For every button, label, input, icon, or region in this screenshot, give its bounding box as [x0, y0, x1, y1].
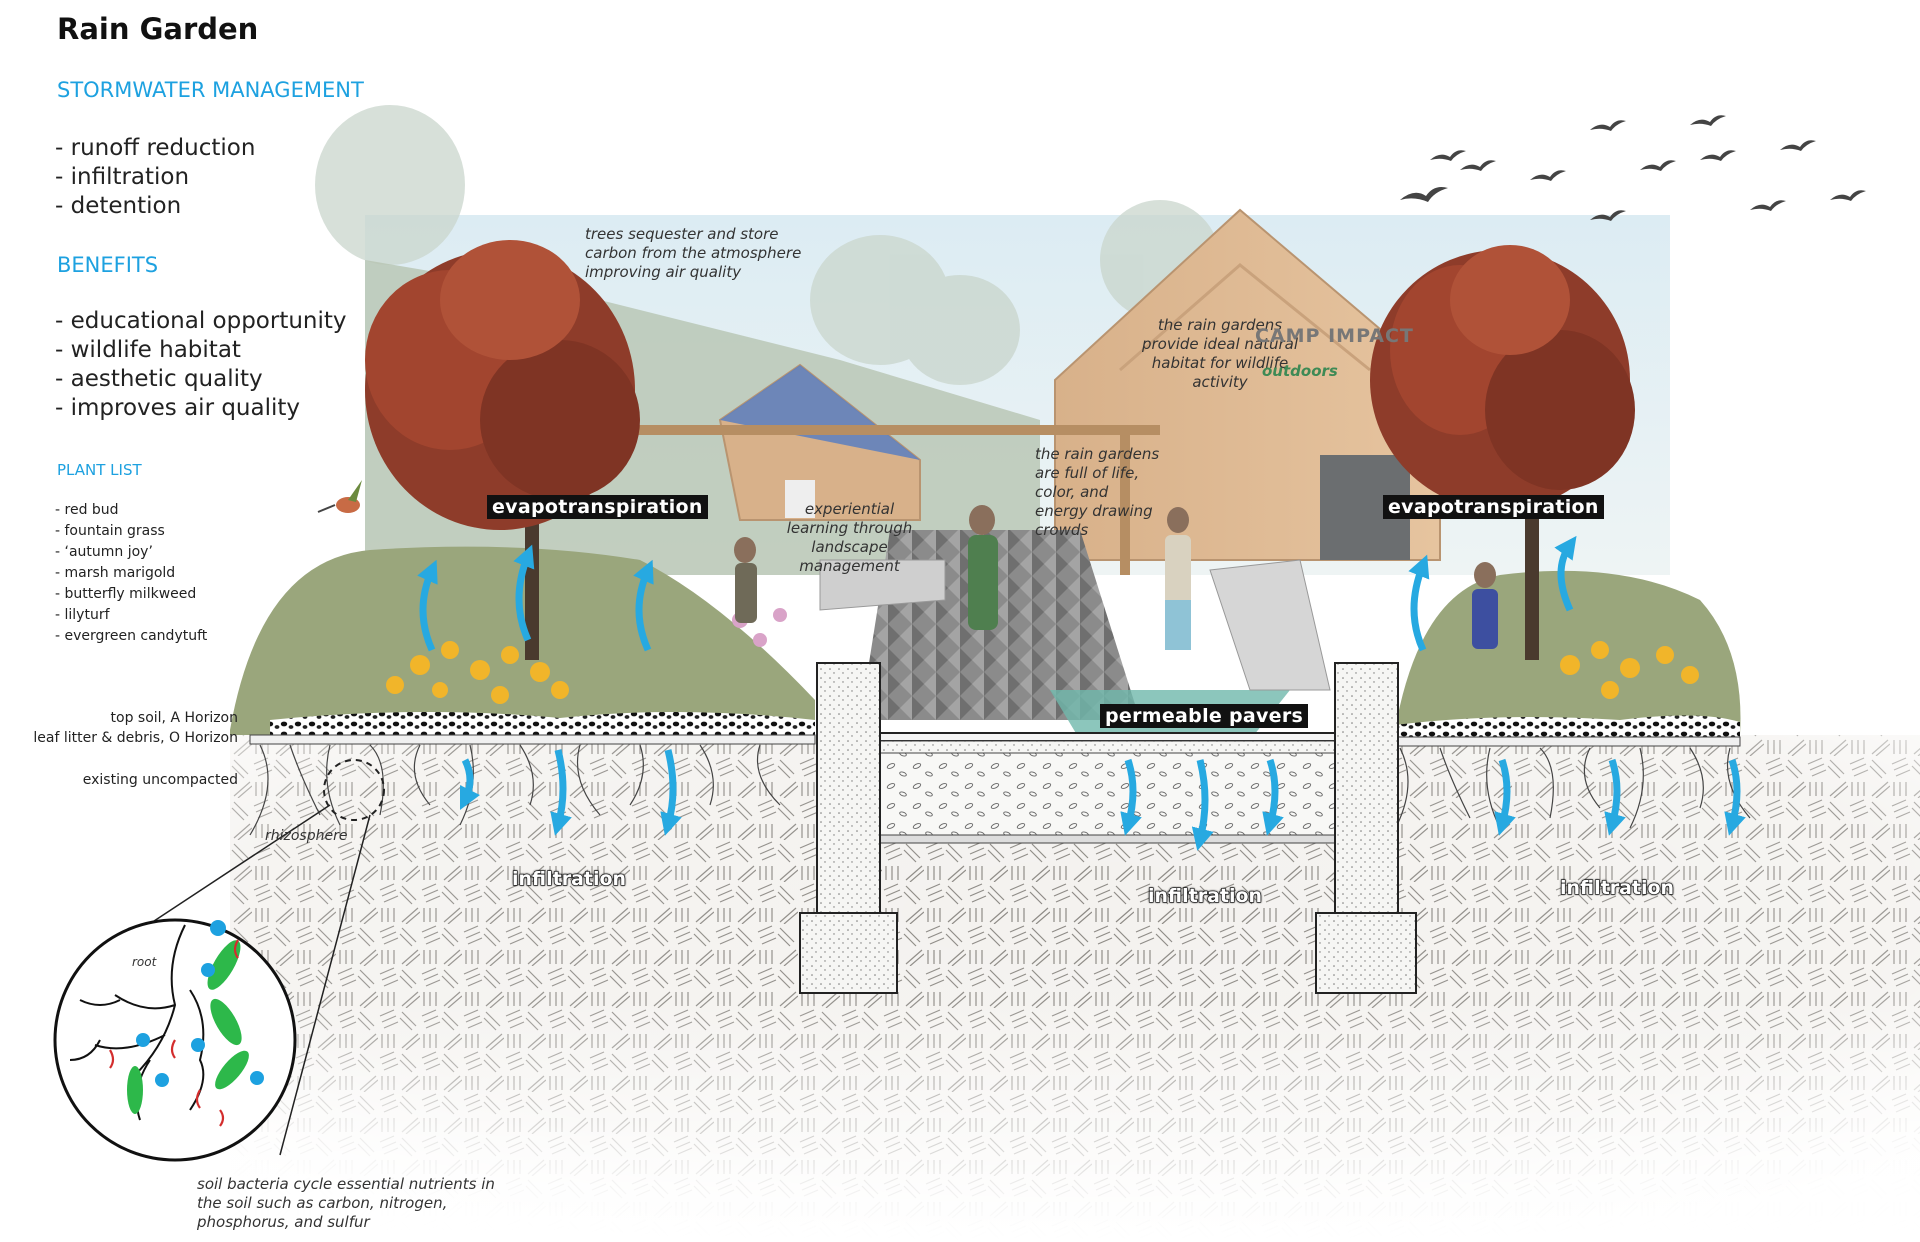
list-item: - wildlife habitat: [55, 336, 347, 365]
litter-layer-right: [1395, 737, 1740, 746]
list-item: - butterfly milkweed: [55, 584, 207, 605]
evapotranspiration-tag-right: evapotranspiration: [1383, 495, 1604, 519]
paver-surface: [880, 733, 1335, 741]
list-item: - red bud: [55, 500, 207, 521]
root-label: root: [132, 955, 156, 969]
list-item: - marsh marigold: [55, 563, 207, 584]
list-item: - detention: [55, 192, 255, 221]
stormwater-list: - runoff reduction - infiltration - dete…: [55, 134, 255, 221]
footing-right: [1316, 913, 1416, 993]
list-item: - runoff reduction: [55, 134, 255, 163]
permeable-pavers-tag: permeable pavers: [1100, 704, 1308, 728]
bacteria-annotation: soil bacteria cycle essential nutrients …: [197, 1175, 497, 1232]
existing-soil-label: existing uncompacted: [40, 772, 238, 788]
litter-layer-left: [250, 735, 815, 744]
page-title: Rain Garden: [57, 12, 258, 46]
life-annotation: the rain gardens are full of life, color…: [1035, 445, 1165, 540]
infiltration-label-right: infiltration: [1560, 877, 1674, 899]
learning-annotation: experiential learning through landscape …: [782, 500, 917, 576]
rhizosphere-label: rhizosphere: [265, 828, 347, 844]
plant-list-heading: PLANT LIST: [57, 461, 142, 479]
hummingbird: [318, 480, 362, 513]
list-item: - improves air quality: [55, 394, 347, 423]
sand-bed: [880, 741, 1335, 753]
bench-right: [1210, 560, 1330, 690]
list-item: - educational opportunity: [55, 307, 347, 336]
camp-sign: CAMP IMPACT: [1255, 325, 1414, 347]
trees-annotation: trees sequester and store carbon from th…: [585, 225, 815, 282]
wall-right: [1335, 663, 1398, 913]
stormwater-heading: STORMWATER MANAGEMENT: [57, 78, 364, 102]
list-item: - ‘autumn joy’: [55, 542, 207, 563]
list-item: - fountain grass: [55, 521, 207, 542]
plant-list: - red bud - fountain grass - ‘autumn joy…: [55, 500, 207, 647]
list-item: - infiltration: [55, 163, 255, 192]
camp-sign-sub: outdoors: [1262, 362, 1338, 380]
flock-of-birds: [1400, 115, 1866, 221]
list-item: - aesthetic quality: [55, 365, 347, 394]
list-item: - evergreen candytuft: [55, 626, 207, 647]
evapotranspiration-tag-left: evapotranspiration: [487, 495, 708, 519]
gravel-base: [880, 753, 1335, 835]
litter-label: leaf litter & debris, O Horizon: [0, 730, 238, 746]
pergola-beam: [620, 425, 1160, 435]
topsoil-label: top soil, A Horizon: [40, 710, 238, 726]
infiltration-label-left: infiltration: [512, 868, 626, 890]
subbase: [880, 835, 1335, 843]
infiltration-label-mid: infiltration: [1148, 885, 1262, 907]
wall-left: [817, 663, 880, 913]
footing-left: [800, 913, 897, 993]
list-item: - lilyturf: [55, 605, 207, 626]
benefits-heading: BENEFITS: [57, 253, 158, 277]
benefits-list: - educational opportunity - wildlife hab…: [55, 307, 347, 423]
